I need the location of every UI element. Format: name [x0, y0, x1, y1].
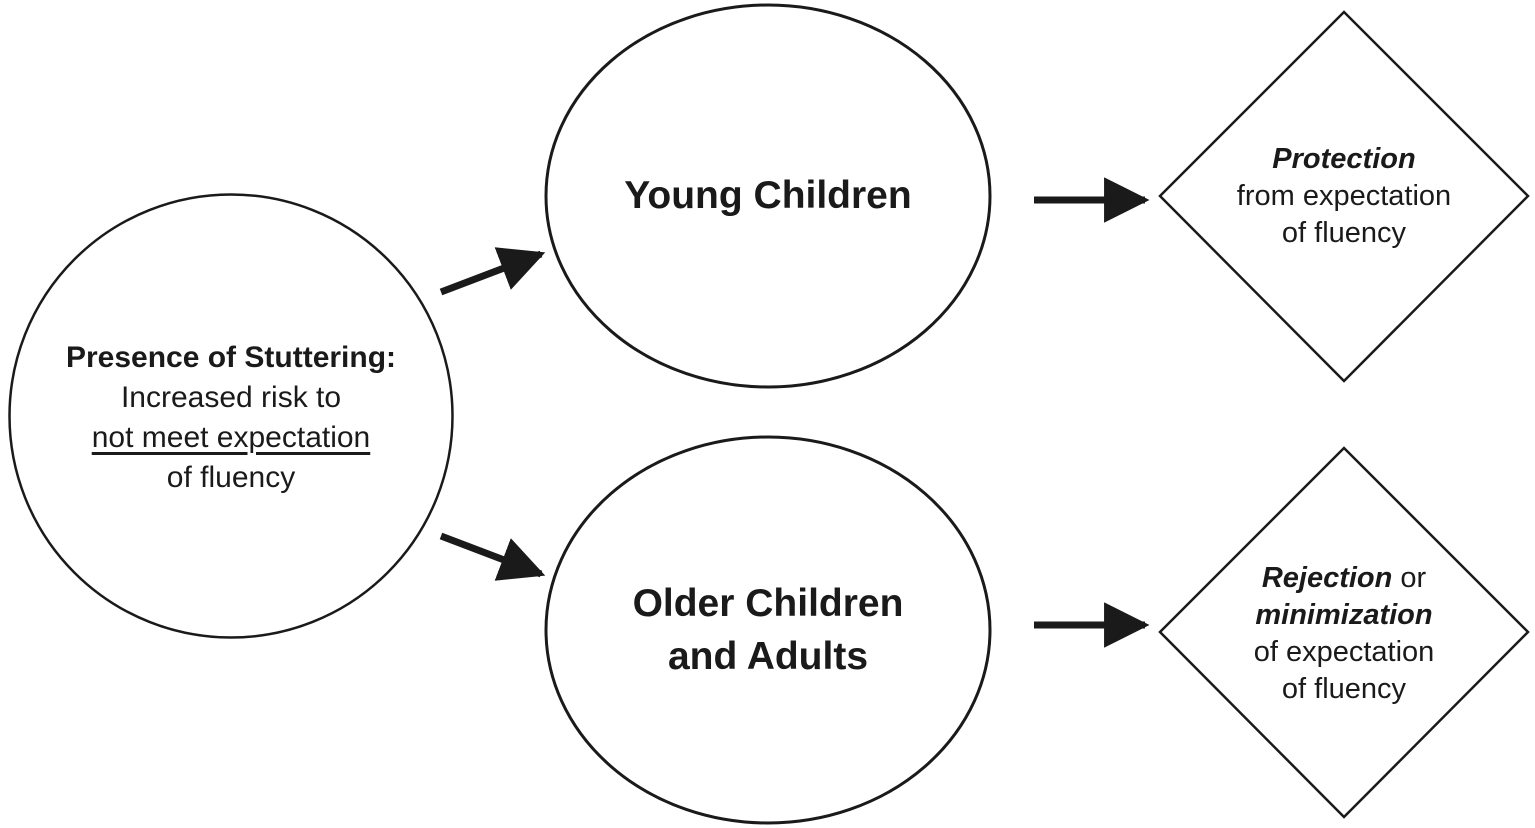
older-children-node-text: Older Children and Adults	[540, 577, 996, 683]
older-children-ellipse-shape	[544, 435, 992, 825]
young-children-node-text: Young Children	[540, 174, 996, 218]
arrow-source-to-young-children	[439, 247, 546, 296]
rejection-line-3: of expectation	[1253, 636, 1435, 668]
young-children-ellipse-shape	[544, 3, 992, 389]
rejection-emphasis-2: minimization	[1255, 599, 1433, 631]
protection-line-2: from expectation	[1236, 180, 1452, 212]
source-line-2: Increased risk to	[120, 381, 342, 414]
rejection-emphasis-1: Rejection	[1261, 562, 1393, 594]
source-circle-shape	[8, 193, 454, 639]
arrow-source-to-older-children	[439, 532, 546, 581]
older-children-line-2: and Adults	[667, 635, 869, 678]
rejection-node-text: Rejection or minimization of expectation…	[1164, 560, 1524, 708]
rejection-line-1: Rejection or	[1164, 560, 1524, 597]
source-node-text: Presence of Stuttering: Increased risk t…	[6, 338, 456, 498]
protection-node-text: Protection from expectation of fluency	[1164, 141, 1524, 252]
rejection-line-4: of fluency	[1281, 673, 1407, 705]
protection-line-3: of fluency	[1281, 217, 1407, 249]
protection-emphasis: Protection	[1272, 143, 1416, 175]
rejection-line-1-rest: or	[1392, 562, 1427, 594]
source-line-3-underlined: not meet expectation	[91, 421, 371, 454]
older-children-line-1: Older Children	[632, 582, 904, 625]
rejection-diamond-shape	[1158, 446, 1530, 819]
young-children-label: Young Children	[624, 174, 912, 217]
source-line-4: of fluency	[166, 461, 296, 494]
protection-diamond-shape	[1158, 10, 1530, 383]
source-title: Presence of Stuttering:	[65, 341, 397, 374]
